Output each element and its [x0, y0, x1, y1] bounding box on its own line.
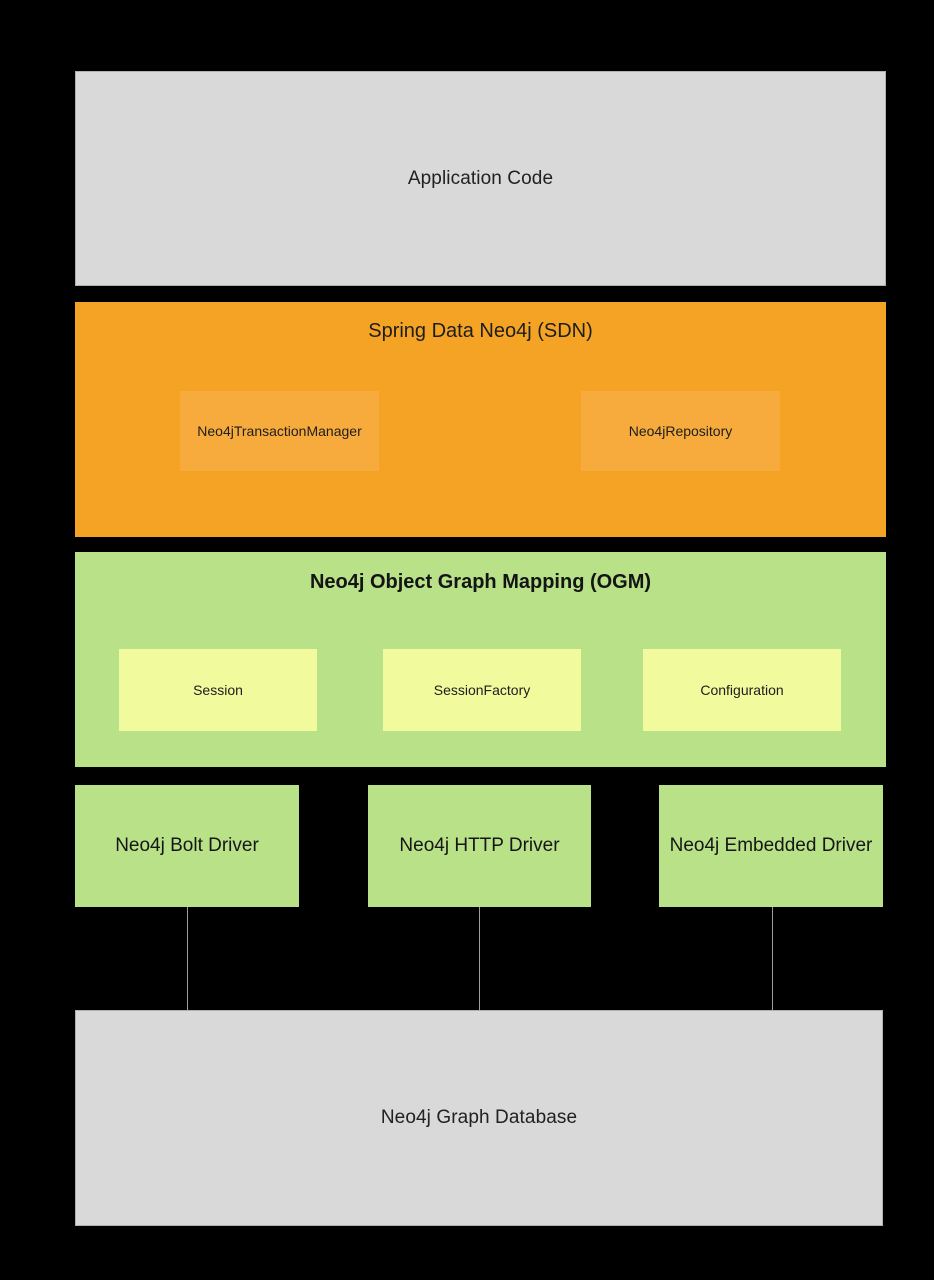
- component-configuration-label: Configuration: [700, 682, 784, 698]
- layer-neo4j-graph-database[interactable]: Neo4j Graph Database: [75, 1010, 883, 1226]
- component-neo4j-transaction-manager[interactable]: Neo4jTransactionManager: [180, 391, 379, 471]
- component-configuration[interactable]: Configuration: [643, 649, 841, 731]
- component-session[interactable]: Session: [119, 649, 317, 731]
- component-session-factory-label: SessionFactory: [433, 682, 531, 698]
- driver-embedded[interactable]: Neo4j Embedded Driver: [659, 785, 883, 907]
- component-neo4j-repository[interactable]: Neo4jRepository: [581, 391, 780, 471]
- layer-neo4j-ogm-label: Neo4j Object Graph Mapping (OGM): [309, 571, 652, 593]
- connector-embedded-to-database: [772, 907, 773, 1011]
- layer-neo4j-graph-database-label: Neo4j Graph Database: [380, 1107, 578, 1128]
- layer-spring-data-neo4j-label: Spring Data Neo4j (SDN): [368, 320, 593, 342]
- layer-application-code[interactable]: Application Code: [75, 71, 886, 286]
- connector-bolt-to-database: [187, 907, 188, 1011]
- driver-http-label: Neo4j HTTP Driver: [399, 835, 560, 856]
- connector-http-to-database: [479, 907, 480, 1011]
- driver-bolt[interactable]: Neo4j Bolt Driver: [75, 785, 299, 907]
- component-neo4j-transaction-manager-label: Neo4jTransactionManager: [197, 423, 362, 439]
- component-session-label: Session: [193, 682, 243, 698]
- driver-http[interactable]: Neo4j HTTP Driver: [368, 785, 591, 907]
- driver-bolt-label: Neo4j Bolt Driver: [115, 835, 259, 856]
- layer-application-code-label: Application Code: [407, 167, 554, 189]
- component-neo4j-repository-label: Neo4jRepository: [628, 423, 733, 439]
- driver-embedded-label: Neo4j Embedded Driver: [669, 835, 873, 856]
- component-session-factory[interactable]: SessionFactory: [383, 649, 581, 731]
